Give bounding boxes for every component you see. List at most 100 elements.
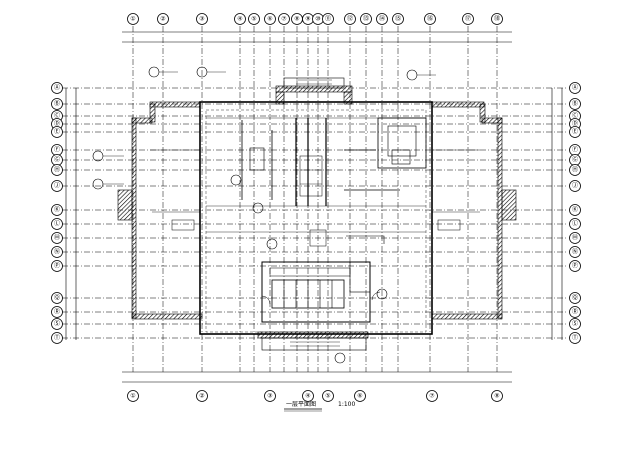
svg-text:⑭: ⑭ [379, 15, 385, 23]
dimension-lines [65, 31, 563, 383]
grid-bubble-left: Ⓙ [51, 180, 63, 192]
grid-bubble-top: ⑯ [424, 13, 436, 25]
svg-text:Ⓐ: Ⓐ [54, 84, 60, 92]
grid-bubble-right: Ⓠ [569, 292, 581, 304]
svg-text:Ⓒ: Ⓒ [54, 112, 60, 120]
grid-bubble-right: Ⓟ [569, 260, 581, 272]
svg-text:⑥: ⑥ [357, 393, 362, 400]
grid-bubble-right: Ⓡ [569, 306, 581, 318]
grid-bubble-top: ② [157, 13, 169, 25]
grid-bubble-right: Ⓚ [569, 204, 581, 216]
grid-bubble-top: ⑨ [302, 13, 314, 25]
svg-text:Ⓑ: Ⓑ [54, 100, 60, 108]
grid-bubble-right: Ⓐ [569, 82, 581, 94]
grid-bubble-left: Ⓓ [51, 118, 63, 130]
svg-text:Ⓙ: Ⓙ [572, 182, 578, 190]
grid-bubble-right: Ⓑ [569, 98, 581, 110]
svg-text:⑤: ⑤ [325, 393, 330, 400]
svg-text:Ⓟ: Ⓟ [572, 262, 578, 270]
grid-bubble-bottom: ① [127, 390, 139, 402]
svg-text:Ⓗ: Ⓗ [572, 166, 578, 174]
svg-text:④: ④ [237, 16, 242, 23]
grid-bubble-left: Ⓜ [51, 232, 63, 244]
svg-text:Ⓛ: Ⓛ [54, 220, 60, 228]
grid-bubble-left: Ⓠ [51, 292, 63, 304]
grid-bubble-left: Ⓒ [51, 110, 63, 122]
svg-text:Ⓑ: Ⓑ [572, 100, 578, 108]
detail-callouts [92, 66, 436, 364]
svg-text:Ⓣ: Ⓣ [54, 334, 60, 342]
svg-text:⑦: ⑦ [429, 393, 434, 400]
grid-bubble-top: ⑬ [360, 13, 372, 25]
grid-bubble-top: ⑦ [278, 13, 290, 25]
grid-bubble-top: ⑰ [462, 13, 474, 25]
grid-bubble-right: Ⓢ [569, 318, 581, 330]
grid-bubble-left: Ⓛ [51, 218, 63, 230]
grid-bubble-top: ⑥ [264, 13, 276, 25]
svg-text:②: ② [199, 393, 204, 400]
svg-text:⑦: ⑦ [281, 16, 286, 23]
svg-text:②: ② [160, 16, 165, 23]
svg-text:Ⓓ: Ⓓ [572, 120, 578, 128]
svg-text:Ⓕ: Ⓕ [54, 146, 60, 154]
grid-bubble-left: Ⓢ [51, 318, 63, 330]
svg-text:③: ③ [199, 16, 204, 23]
grid-bubble-top: ⑭ [376, 13, 388, 25]
grid-bubble-bottom: ② [196, 390, 208, 402]
svg-text:Ⓒ: Ⓒ [572, 112, 578, 120]
svg-text:Ⓓ: Ⓓ [54, 120, 60, 128]
grid-bubble-top: ① [127, 13, 139, 25]
grid-bubble-top: ⑪ [322, 13, 334, 25]
drawing-scale: 1:100 [338, 401, 355, 408]
grid-bubble-right: Ⓖ [569, 154, 581, 166]
svg-text:Ⓠ: Ⓠ [572, 294, 578, 302]
grid-bubble-left: Ⓑ [51, 98, 63, 110]
grid-lines [62, 26, 566, 372]
svg-text:④: ④ [305, 393, 310, 400]
grid-bubble-left: Ⓟ [51, 260, 63, 272]
svg-text:Ⓐ: Ⓐ [572, 84, 578, 92]
svg-text:①: ① [130, 393, 135, 400]
grid-bubble-right: Ⓣ [569, 332, 581, 344]
svg-text:Ⓖ: Ⓖ [54, 156, 60, 164]
grid-bubble-right: Ⓜ [569, 232, 581, 244]
svg-text:Ⓙ: Ⓙ [54, 182, 60, 190]
svg-text:Ⓖ: Ⓖ [572, 156, 578, 164]
svg-text:⑥: ⑥ [267, 16, 272, 23]
grid-bubble-left: Ⓚ [51, 204, 63, 216]
svg-text:⑯: ⑯ [427, 15, 433, 23]
svg-text:⑰: ⑰ [465, 15, 471, 23]
svg-text:⑨: ⑨ [305, 16, 310, 23]
grid-bubble-top: ⑱ [491, 13, 503, 25]
svg-text:Ⓔ: Ⓔ [54, 128, 60, 136]
grid-bubble-top: ⑮ [392, 13, 404, 25]
svg-text:Ⓜ: Ⓜ [572, 234, 578, 242]
svg-text:⑮: ⑮ [395, 15, 401, 23]
svg-text:⑪: ⑪ [325, 15, 331, 23]
grid-bubble-right: Ⓕ [569, 144, 581, 156]
svg-text:⑤: ⑤ [251, 16, 256, 23]
grid-bubble-left: Ⓔ [51, 126, 63, 138]
drawing-title: 一层平面图 [286, 401, 316, 408]
svg-text:Ⓛ: Ⓛ [572, 220, 578, 228]
grid-bubble-top: ③ [196, 13, 208, 25]
svg-text:Ⓟ: Ⓟ [54, 262, 60, 270]
grid-bubble-bottom: ④ [302, 390, 314, 402]
svg-text:Ⓚ: Ⓚ [572, 206, 578, 214]
interior-rooms [150, 117, 480, 323]
grid-bubble-right: Ⓛ [569, 218, 581, 230]
svg-text:Ⓜ: Ⓜ [54, 234, 60, 242]
grid-bubble-left: Ⓕ [51, 144, 63, 156]
svg-text:Ⓕ: Ⓕ [572, 146, 578, 154]
svg-text:Ⓗ: Ⓗ [54, 166, 60, 174]
svg-text:⑩: ⑩ [315, 16, 320, 23]
grid-bubble-top: ⑤ [248, 13, 260, 25]
svg-text:⑬: ⑬ [363, 15, 369, 23]
grid-bubble-right: Ⓝ [569, 246, 581, 258]
grid-bubble-bottom: ⑦ [426, 390, 438, 402]
grid-bubble-bottom: ⑤ [322, 390, 334, 402]
grid-bubble-top: ⑩ [312, 13, 324, 25]
grid-bubble-left: Ⓣ [51, 332, 63, 344]
